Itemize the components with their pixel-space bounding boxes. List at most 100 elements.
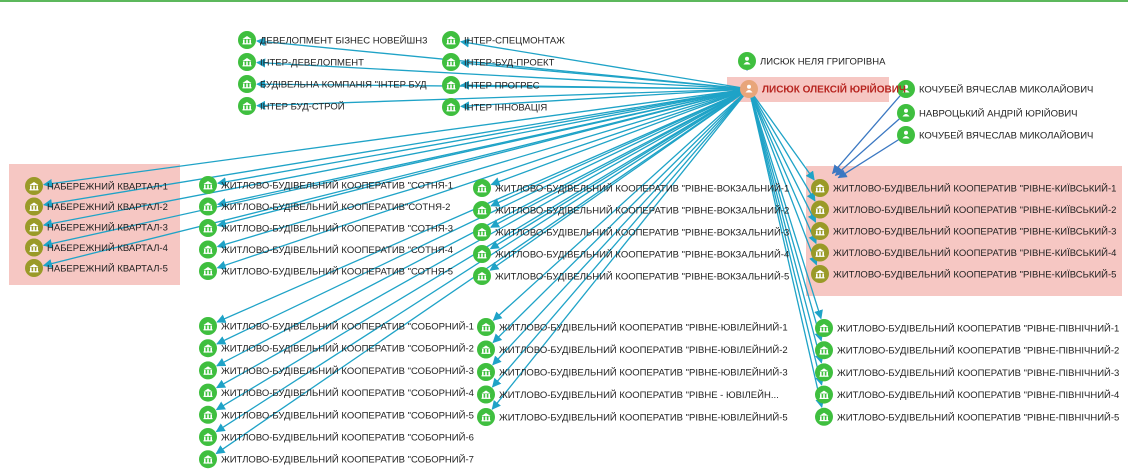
cooperative-node-sobornyi[interactable]: ЖИТЛОВО-БУДІВЕЛЬНИЙ КООПЕРАТИВ "СОБОРНИЙ… [199, 405, 474, 424]
node-label: ЖИТЛОВО-БУДІВЕЛЬНИЙ КООПЕРАТИВ "РІВНЕ-ПІ… [837, 345, 1119, 357]
node-label: НАВРОЦЬКИЙ АНДРІЙ ЮРІЙОВИЧ [919, 108, 1078, 120]
cooperative-node-yuvileinyi[interactable]: ЖИТЛОВО-БУДІВЕЛЬНИЙ КООПЕРАТИВ "РІВНЕ-ЮВ… [477, 340, 788, 359]
node-label: НАБЕРЕЖНИЙ КВАРТАЛ-3 [47, 222, 168, 234]
edge-to-kyivskyi [748, 88, 815, 181]
building-icon [819, 346, 829, 355]
edge-to-naberezhnyi [42, 88, 750, 268]
building-icon [203, 455, 213, 464]
cooperative-node-kyivskyi[interactable]: ЖИТЛОВО-БУДІВЕЛЬНИЙ КООПЕРАТИВ "РІВНЕ-КИ… [811, 179, 1116, 197]
building-icon [819, 324, 829, 333]
edge-to-top-company [460, 59, 750, 90]
highlight-kyivskyi-group [806, 166, 1122, 296]
node-circle[interactable] [897, 126, 915, 144]
node-label: ІНТЕР-СПЕЦМОНТАЖ [464, 36, 565, 47]
edge-to-naberezhnyi [42, 88, 750, 229]
node-label: ЖИТЛОВО-БУДІВЕЛЬНИЙ КООПЕРАТИВ "СОБОРНИЙ… [221, 365, 474, 377]
node-circle[interactable] [897, 80, 915, 98]
cooperative-node-vokzalnyi[interactable]: ЖИТЛОВО-БУДІВЕЛЬНИЙ КООПЕРАТИВ "РІВНЕ-ВО… [473, 223, 789, 241]
cooperative-node-naberezhnyi[interactable]: НАБЕРЕЖНИЙ КВАРТАЛ-1 [25, 177, 168, 195]
edge-to-sotnia [216, 88, 750, 270]
edge-to-kyivskyi [748, 88, 816, 202]
building-icon [203, 267, 213, 276]
cooperative-node-vokzalnyi[interactable]: ЖИТЛОВО-БУДІВЕЛЬНИЙ КООПЕРАТИВ "РІВНЕ-ВО… [473, 245, 789, 263]
edge-to-top-company [256, 58, 750, 90]
node-label: ЖИТЛОВО-БУДІВЕЛЬНИЙ КООПЕРАТИВ "СОБОРНИЙ… [221, 454, 474, 466]
person-node[interactable]: ЛИСЮК НЕЛЯ ГРИГОРІВНА [738, 52, 886, 70]
cooperative-node-naberezhnyi[interactable]: НАБЕРЕЖНИЙ КВАРТАЛ-5 [25, 259, 168, 277]
cooperative-node-sobornyi[interactable]: ЖИТЛОВО-БУДІВЕЛЬНИЙ КООПЕРАТИВ "СОБОРНИЙ… [199, 339, 474, 358]
cooperative-node-naberezhnyi[interactable]: НАБЕРЕЖНИЙ КВАРТАЛ-4 [25, 238, 168, 257]
cooperative-node-vokzalnyi[interactable]: ЖИТЛОВО-БУДІВЕЛЬНИЙ КООПЕРАТИВ "РІВНЕ-ВО… [473, 179, 789, 197]
building-icon [819, 412, 829, 422]
company-node[interactable]: ДЕВЕЛОПМЕНТ БІЗНЕС НОВЕЙШН3 [238, 31, 427, 49]
building-icon [203, 322, 213, 331]
edge-to-sotnia [216, 88, 750, 187]
company-node[interactable]: ІНТЕР-СПЕЦМОНТАЖ [442, 31, 565, 49]
node-label: ЖИТЛОВО-БУДІВЕЛЬНИЙ КООПЕРАТИВ "РІВНЕ-ЮВ… [499, 367, 788, 379]
node-label: ЖИТЛОВО-БУДІВЕЛЬНИЙ КООПЕРАТИВ "РІВНЕ-ВО… [495, 183, 789, 195]
cooperative-node-pivnichnyi[interactable]: ЖИТЛОВО-БУДІВЕЛЬНИЙ КООПЕРАТИВ "РІВНЕ-ПІ… [815, 341, 1119, 360]
cooperative-node-kyivskyi[interactable]: ЖИТЛОВО-БУДІВЕЛЬНИЙ КООПЕРАТИВ "РІВНЕ-КИ… [811, 243, 1116, 262]
cooperative-node-vokzalnyi[interactable]: ЖИТЛОВО-БУДІВЕЛЬНИЙ КООПЕРАТИВ "РІВНЕ-ВО… [473, 267, 789, 285]
company-node[interactable]: БУДІВЕЛЬНА КОМПАНІЯ "ІНТЕР БУД [238, 75, 427, 93]
cooperative-node-sotnia[interactable]: ЖИТЛОВО-БУДІВЕЛЬНИЙ КООПЕРАТИВ"СОТНЯ-2 [199, 197, 450, 216]
building-icon [481, 390, 491, 399]
node-label: ЖИТЛОВО-БУДІВЕЛЬНИЙ КООПЕРАТИВ "РІВНЕ-ЮВ… [499, 412, 788, 424]
node-label: БУДІВЕЛЬНА КОМПАНІЯ "ІНТЕР БУД [260, 80, 427, 91]
company-node[interactable]: ІНТЕР ПРОГРЕС [442, 76, 540, 94]
cooperative-node-sobornyi[interactable]: ЖИТЛОВО-БУДІВЕЛЬНИЙ КООПЕРАТИВ "СОБОРНИЙ… [199, 383, 474, 402]
building-icon [477, 184, 487, 193]
cooperative-node-kyivskyi[interactable]: ЖИТЛОВО-БУДІВЕЛЬНИЙ КООПЕРАТИВ "РІВНЕ-КИ… [811, 265, 1116, 283]
building-icon [477, 206, 487, 215]
cooperative-node-pivnichnyi[interactable]: ЖИТЛОВО-БУДІВЕЛЬНИЙ КООПЕРАТИВ "РІВНЕ-ПІ… [815, 407, 1119, 426]
cooperative-node-sobornyi[interactable]: ЖИТЛОВО-БУДІВЕЛЬНИЙ КООПЕРАТИВ "СОБОРНИЙ… [199, 450, 474, 469]
node-circle[interactable] [897, 104, 915, 122]
cooperative-node-naberezhnyi[interactable]: НАБЕРЕЖНИЙ КВАРТАЛ-3 [25, 218, 168, 236]
cooperative-node-pivnichnyi[interactable]: ЖИТЛОВО-БУДІВЕЛЬНИЙ КООПЕРАТИВ "РІВНЕ-ПІ… [815, 363, 1119, 382]
building-icon [203, 181, 213, 190]
company-node[interactable]: ІНТЕР ІННОВАЦІЯ [442, 98, 547, 116]
building-icon [203, 366, 213, 375]
company-node[interactable]: ІНТЕР БУД-СТРОЙ [238, 97, 345, 115]
edge-to-top-company [460, 80, 750, 90]
cooperative-node-kyivskyi[interactable]: ЖИТЛОВО-БУДІВЕЛЬНИЙ КООПЕРАТИВ "РІВНЕ-КИ… [811, 200, 1116, 219]
node-circle[interactable] [740, 80, 758, 98]
cooperative-node-pivnichnyi[interactable]: ЖИТЛОВО-БУДІВЕЛЬНИЙ КООПЕРАТИВ "РІВНЕ-ПІ… [815, 319, 1119, 337]
person-node[interactable]: КОЧУБЕЙ ВЯЧЕСЛАВ МИКОЛАЙОВИЧ [897, 126, 1093, 144]
building-icon [242, 102, 252, 111]
cooperative-node-yuvileinyi[interactable]: ЖИТЛОВО-БУДІВЕЛЬНИЙ КООПЕРАТИВ "РІВНЕ-ЮВ… [477, 363, 788, 381]
building-icon [481, 368, 491, 377]
node-label: НАБЕРЕЖНИЙ КВАРТАЛ-1 [47, 181, 168, 193]
cooperative-node-yuvileinyi[interactable]: ЖИТЛОВО-БУДІВЕЛЬНИЙ КООПЕРАТИВ "РІВНЕ-ЮВ… [477, 318, 788, 336]
node-label: ЖИТЛОВО-БУДІВЕЛЬНИЙ КООПЕРАТИВ "РІВНЕ-ВО… [495, 271, 789, 283]
cooperative-node-vokzalnyi[interactable]: ЖИТЛОВО-БУДІВЕЛЬНИЙ КООПЕРАТИВ "РІВНЕ-ВО… [473, 201, 789, 219]
cooperative-node-sotnia[interactable]: ЖИТЛОВО-БУДІВЕЛЬНИЙ КООПЕРАТИВ "СОТНЯ-4 [199, 240, 453, 259]
node-circle[interactable] [738, 52, 756, 70]
node-label: ЖИТЛОВО-БУДІВЕЛЬНИЙ КООПЕРАТИВ "РІВНЕ-ВО… [495, 227, 789, 239]
company-node[interactable]: ІНТЕР-БУД-ПРОЕКТ [442, 53, 555, 71]
cooperative-node-sobornyi[interactable]: ЖИТЛОВО-БУДІВЕЛЬНИЙ КООПЕРАТИВ "СОБОРНИЙ… [199, 361, 474, 380]
cooperative-node-sobornyi[interactable]: ЖИТЛОВО-БУДІВЕЛЬНИЙ КООПЕРАТИВ "СОБОРНИЙ… [199, 317, 474, 335]
node-label: ЖИТЛОВО-БУДІВЕЛЬНИЙ КООПЕРАТИВ "РІВНЕ-ВО… [495, 205, 789, 217]
edge-to-naberezhnyi [43, 88, 750, 189]
cooperative-node-pivnichnyi[interactable]: ЖИТЛОВО-БУДІВЕЛЬНИЙ КООПЕРАТИВ "РІВНЕ-ПІ… [815, 385, 1119, 404]
node-label: ЛИСЮК ОЛЕКСІЙ ЮРІЙОВИЧ [762, 83, 906, 96]
cooperative-node-yuvileinyi[interactable]: ЖИТЛОВО-БУДІВЕЛЬНИЙ КООПЕРАТИВ "РІВНЕ-ЮВ… [477, 408, 788, 426]
cooperative-node-sobornyi[interactable]: ЖИТЛОВО-БУДІВЕЛЬНИЙ КООПЕРАТИВ "СОБОРНИЙ… [199, 428, 474, 446]
cooperative-node-yuvileinyi[interactable]: ЖИТЛОВО-БУДІВЕЛЬНИЙ КООПЕРАТИВ "РІВНЕ - … [477, 385, 779, 404]
node-label: ЖИТЛОВО-БУДІВЕЛЬНИЙ КООПЕРАТИВ "РІВНЕ-ЮВ… [499, 344, 788, 356]
building-icon [477, 272, 487, 281]
cooperative-node-sotnia[interactable]: ЖИТЛОВО-БУДІВЕЛЬНИЙ КООПЕРАТИВ "СОТНЯ-1 [199, 176, 453, 194]
person-icon [902, 130, 910, 139]
building-icon [203, 224, 213, 233]
person-node[interactable]: КОЧУБЕЙ ВЯЧЕСЛАВ МИКОЛАЙОВИЧ [897, 80, 1093, 98]
cooperative-node-kyivskyi[interactable]: ЖИТЛОВО-БУДІВЕЛЬНИЙ КООПЕРАТИВ "РІВНЕ-КИ… [811, 222, 1116, 240]
cooperative-node-sotnia[interactable]: ЖИТЛОВО-БУДІВЕЛЬНИЙ КООПЕРАТИВ "СОТНЯ-5 [199, 262, 453, 280]
cooperative-node-sotnia[interactable]: ЖИТЛОВО-БУДІВЕЛЬНИЙ КООПЕРАТИВ "СОТНЯ-3 [199, 219, 453, 237]
building-icon [815, 205, 825, 214]
company-node[interactable]: ІНТЕР-ДЕВЕЛОПМЕНТ [238, 53, 364, 71]
building-icon [446, 36, 456, 45]
person-node[interactable]: НАВРОЦЬКИЙ АНДРІЙ ЮРІЙОВИЧ [897, 104, 1078, 122]
cooperative-node-naberezhnyi[interactable]: НАБЕРЕЖНИЙ КВАРТАЛ-2 [25, 197, 168, 216]
center-person-node[interactable]: ЛИСЮК ОЛЕКСІЙ ЮРІЙОВИЧ [740, 80, 906, 98]
